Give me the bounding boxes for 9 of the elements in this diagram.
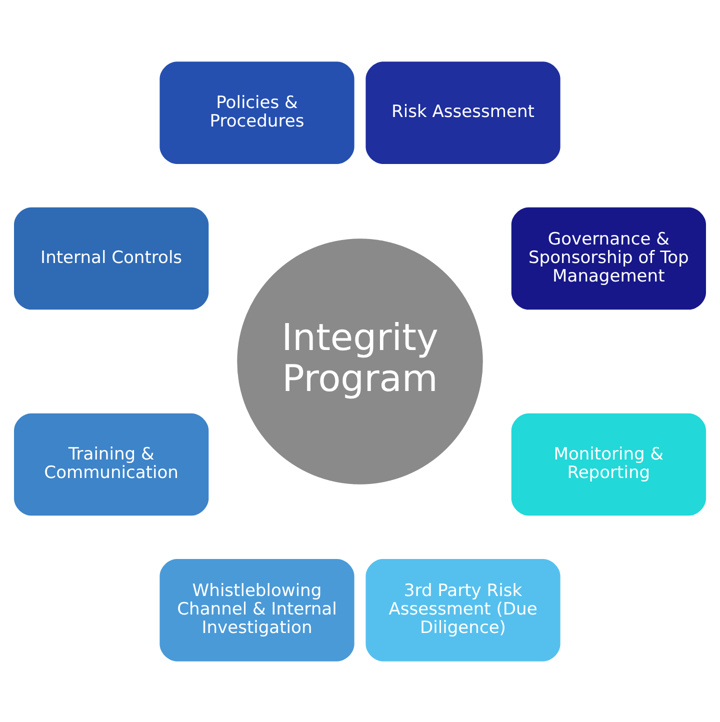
node-box: Monitoring & Reporting (511, 412, 706, 516)
node-box: Governance & Sponsorship of Top Management (511, 206, 706, 310)
node-box: Whistleblowing Channel & Internal Investigation (160, 558, 354, 661)
node-box: 3rd Party Risk Assessment (Due Diligence) (366, 558, 560, 661)
node-circle: Integrity Program (237, 238, 483, 484)
node-box: Training & Communication (14, 412, 209, 516)
node-box: Policies & Procedures (160, 61, 354, 164)
node-box: Internal Controls (14, 206, 209, 310)
node-box: Risk Assessment (366, 61, 560, 164)
